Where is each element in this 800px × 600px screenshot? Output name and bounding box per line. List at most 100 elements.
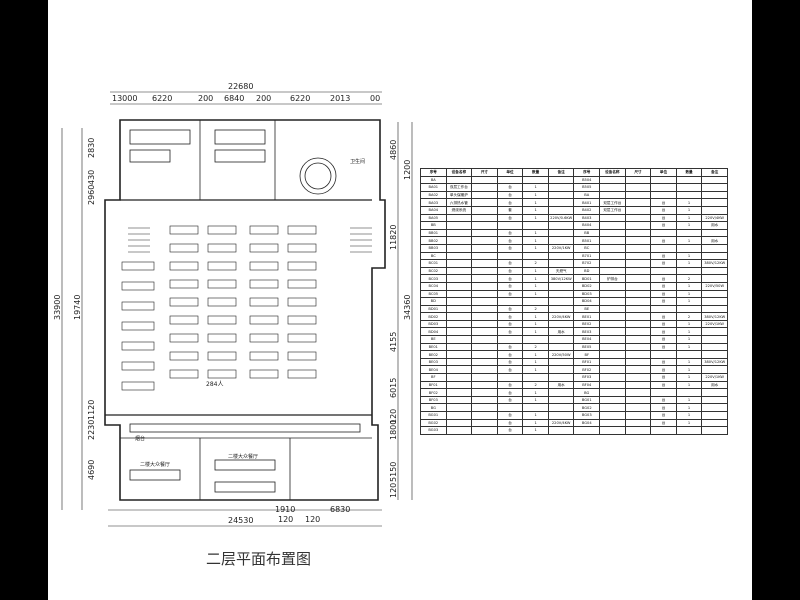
schedule-cell: BE02: [420, 350, 447, 359]
schedule-cell: [599, 289, 626, 299]
dining-table: [207, 315, 237, 325]
schedule-cell: [599, 190, 626, 200]
schedule-cell: [445, 281, 473, 291]
schedule-cell: B401: [573, 198, 601, 207]
dining-table: [207, 243, 237, 253]
schedule-cell: [445, 380, 473, 390]
schedule-cell: 台: [496, 388, 524, 397]
dim-bottom: 6830: [330, 505, 350, 514]
schedule-cell: 1: [522, 426, 549, 435]
schedule-cell: 台: [650, 342, 677, 352]
schedule-cell: [701, 251, 728, 261]
schedule-cell: 台: [650, 319, 677, 329]
dim-left: 2230: [87, 420, 96, 440]
dim-right: 1200: [403, 160, 412, 180]
schedule-cell: BA02: [420, 190, 447, 200]
schedule-cell: [599, 365, 626, 375]
room-label-toilet: 卫生间: [350, 158, 365, 165]
room-label-dining-2: 二楼大众餐厅: [228, 453, 258, 460]
dim-left: 1120: [87, 400, 96, 420]
schedule-cell: 用水: [701, 221, 728, 230]
schedule-cell: [624, 266, 652, 276]
schedule-cell: [471, 403, 498, 412]
schedule-cell: 六排热水管: [445, 198, 473, 207]
schedule-cell: 1: [522, 236, 549, 245]
schedule-cell: [624, 327, 652, 337]
schedule-cell: 台: [496, 228, 524, 238]
schedule-cell: 台: [650, 213, 677, 223]
dim-top: 6220: [152, 94, 172, 103]
schedule-cell: BF: [573, 350, 601, 359]
dining-table: [121, 281, 155, 291]
schedule-cell: 220V/1KW: [701, 319, 728, 329]
schedule-cell: [547, 183, 575, 192]
schedule-cell: [547, 175, 575, 185]
schedule-cell: [445, 175, 473, 185]
schedule-header-cell: 尺寸: [471, 168, 498, 177]
schedule-cell: 1: [675, 357, 703, 367]
schedule-cell: [496, 373, 524, 382]
schedule-cell: [599, 259, 626, 268]
schedule-cell: 1: [522, 350, 549, 359]
schedule-cell: BD01: [573, 274, 601, 283]
schedule-cell: BG01: [420, 411, 447, 420]
schedule-cell: [599, 319, 626, 329]
schedule-cell: 台: [650, 259, 677, 268]
schedule-cell: 台: [496, 289, 524, 299]
schedule-cell: [547, 236, 575, 245]
schedule-cell: 台: [496, 342, 524, 352]
schedule-cell: [471, 327, 498, 337]
schedule-cell: 台: [496, 327, 524, 337]
schedule-cell: BE01: [573, 312, 601, 321]
schedule-cell: [547, 281, 575, 291]
schedule-cell: 台: [650, 357, 677, 367]
schedule-cell: [471, 312, 498, 321]
schedule-cell: BF01: [420, 380, 447, 390]
dim-top: 6220: [290, 94, 310, 103]
schedule-cell: 220V/4KW: [701, 213, 728, 223]
room-label-dining-1: 二楼大众餐厅: [140, 461, 170, 468]
schedule-cell: [496, 221, 524, 230]
schedule-cell: [675, 228, 703, 238]
dining-table: [287, 315, 317, 325]
dim-bottom: 24530: [228, 516, 253, 525]
schedule-cell: [445, 274, 473, 283]
schedule-cell: [547, 319, 575, 329]
schedule-cell: B402: [573, 205, 601, 215]
schedule-cell: B504: [573, 175, 601, 185]
dining-table: [169, 315, 199, 325]
dining-table: [169, 333, 199, 343]
schedule-cell: [445, 418, 473, 428]
schedule-cell: BF02: [573, 365, 601, 375]
schedule-cell: 台: [650, 221, 677, 230]
schedule-cell: [599, 426, 626, 435]
dim-left: 4690: [87, 460, 96, 480]
dining-table: [169, 351, 199, 361]
schedule-cell: 1: [675, 251, 703, 261]
schedule-cell: [445, 297, 473, 306]
schedule-cell: [624, 426, 652, 435]
schedule-cell: 1: [675, 395, 703, 405]
dining-table: [287, 369, 317, 379]
schedule-cell: BD: [420, 297, 447, 306]
schedule-cell: [624, 183, 652, 192]
schedule-cell: [445, 319, 473, 329]
schedule-cell: BE02: [573, 319, 601, 329]
schedule-cell: [599, 175, 626, 185]
schedule-header-cell: 设备名称: [599, 168, 626, 177]
dim-top: 6840: [224, 94, 244, 103]
schedule-cell: BG: [573, 388, 601, 397]
schedule-cell: 单头保暖炉: [445, 190, 473, 200]
schedule-cell: [675, 388, 703, 397]
schedule-cell: [624, 281, 652, 291]
schedule-cell: [445, 243, 473, 253]
schedule-cell: [445, 350, 473, 359]
schedule-cell: 2: [522, 342, 549, 352]
